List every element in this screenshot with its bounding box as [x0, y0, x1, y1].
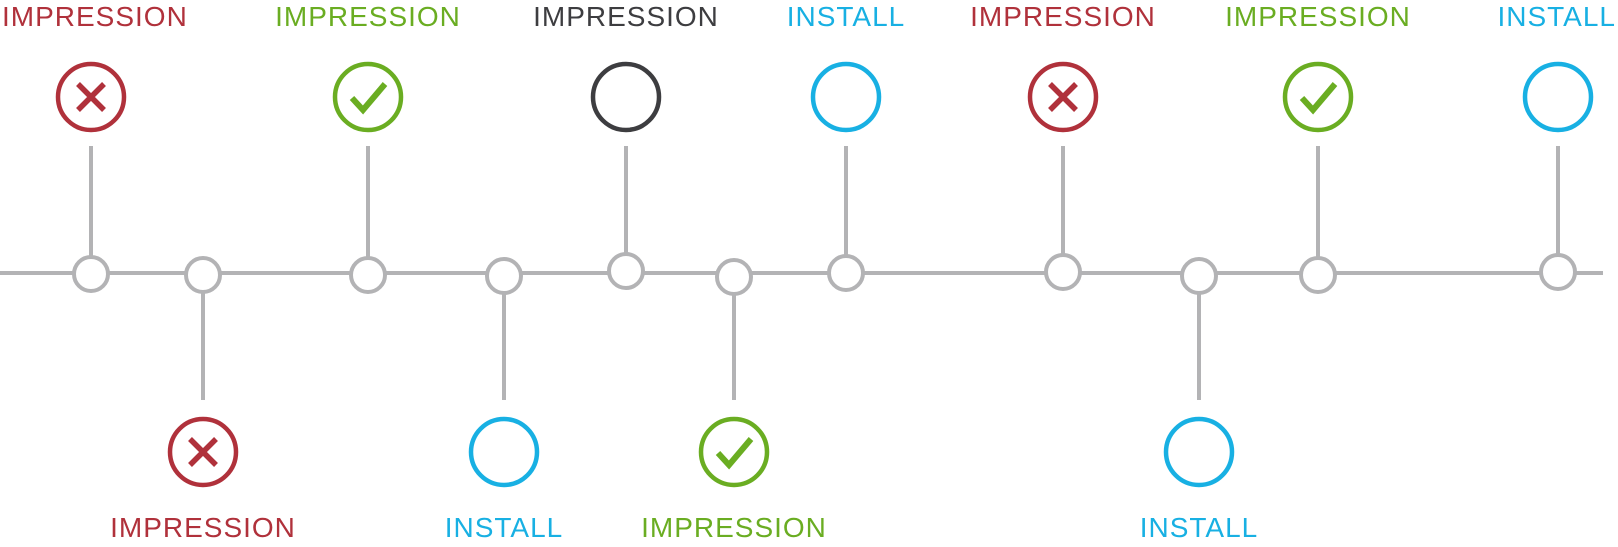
- x-mark: [76, 82, 106, 112]
- timeline-event: IMPRESSION: [970, 1, 1156, 291]
- status-ring: [1027, 61, 1099, 133]
- event-label: IMPRESSION: [110, 512, 296, 543]
- event-label: IMPRESSION: [970, 1, 1156, 32]
- status-ring: [810, 61, 882, 133]
- axis-marker: [1299, 256, 1337, 294]
- axis-marker: [827, 254, 865, 292]
- check-icon: [698, 416, 770, 488]
- status-ring: [468, 416, 540, 488]
- axis-marker: [715, 258, 753, 296]
- timeline-event: IMPRESSION: [1225, 1, 1411, 294]
- axis-marker: [607, 252, 645, 290]
- timeline-event: INSTALL: [1140, 257, 1259, 543]
- circle-icon: [810, 61, 882, 133]
- status-ring: [698, 416, 770, 488]
- timeline-event: IMPRESSION: [533, 1, 719, 290]
- axis-marker: [485, 257, 523, 295]
- event-label: INSTALL: [787, 1, 906, 32]
- circle-icon: [468, 416, 540, 488]
- event-label: IMPRESSION: [275, 1, 461, 32]
- axis-marker: [1539, 253, 1577, 291]
- status-ring: [55, 61, 127, 133]
- check-mark: [349, 82, 388, 115]
- circle-icon: [1163, 416, 1235, 488]
- x-icon: [167, 416, 239, 488]
- circle-icon: [590, 61, 662, 133]
- timeline-event: IMPRESSION: [641, 258, 827, 543]
- event-label: INSTALL: [1497, 1, 1616, 32]
- status-ring: [590, 61, 662, 133]
- timeline-event: IMPRESSION: [110, 256, 296, 543]
- timeline-event: IMPRESSION: [2, 1, 188, 293]
- timeline-event: INSTALL: [1497, 1, 1616, 291]
- axis-marker: [72, 255, 110, 293]
- check-icon: [332, 61, 404, 133]
- timeline-event: INSTALL: [445, 257, 564, 543]
- timeline-event: IMPRESSION: [275, 1, 461, 294]
- event-label: INSTALL: [445, 512, 564, 543]
- circle-icon: [1522, 61, 1594, 133]
- status-ring: [1282, 61, 1354, 133]
- status-ring: [167, 416, 239, 488]
- check-icon: [1282, 61, 1354, 133]
- axis-marker: [1180, 257, 1218, 295]
- x-mark: [188, 437, 218, 467]
- event-label: IMPRESSION: [533, 1, 719, 32]
- x-mark: [1048, 82, 1078, 112]
- event-label: IMPRESSION: [641, 512, 827, 543]
- check-mark: [715, 437, 754, 470]
- x-icon: [1027, 61, 1099, 133]
- timeline-event: INSTALL: [787, 1, 906, 292]
- status-ring: [1163, 416, 1235, 488]
- event-label: IMPRESSION: [1225, 1, 1411, 32]
- axis-marker: [184, 256, 222, 294]
- event-label: IMPRESSION: [2, 1, 188, 32]
- axis-marker: [349, 256, 387, 294]
- axis-marker: [1044, 253, 1082, 291]
- event-label: INSTALL: [1140, 512, 1259, 543]
- x-icon: [55, 61, 127, 133]
- status-ring: [1522, 61, 1594, 133]
- status-ring: [332, 61, 404, 133]
- check-mark: [1299, 82, 1338, 115]
